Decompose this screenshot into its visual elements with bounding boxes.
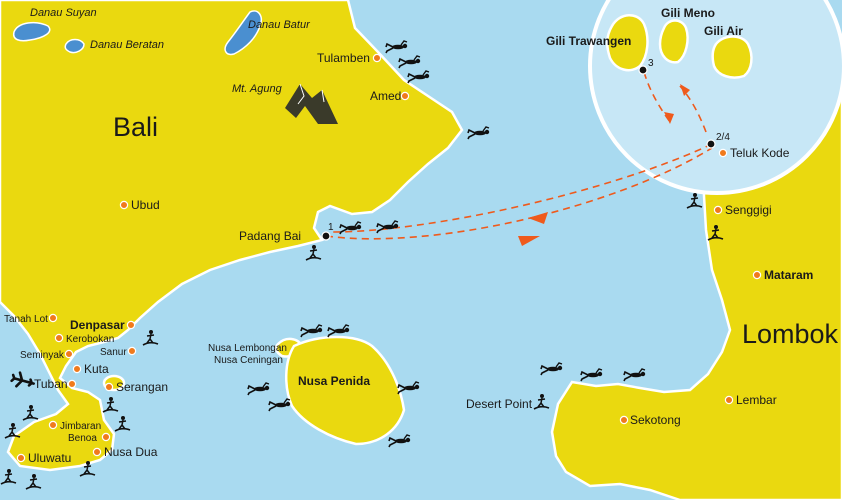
nusa-penida-island (284, 335, 406, 446)
town-dot-senggigi (713, 205, 723, 215)
gili-trawangan-island (606, 14, 649, 72)
port-2-4 (706, 139, 716, 149)
label-seminyak: Seminyak (20, 350, 65, 361)
label-gili-trawangan: Gili Trawangen (546, 34, 631, 48)
route-1-outbound (325, 147, 713, 240)
label-padang-bai: Padang Bai (239, 229, 301, 243)
label-uluwatu: Uluwatu (28, 451, 71, 465)
label-jimbaran: Jimbaran (60, 421, 101, 432)
label-tanah-lot: Tanah Lot (4, 314, 48, 325)
label-benoa: Benoa (68, 433, 97, 444)
route-return (331, 143, 713, 233)
label-nusa-penida: Nusa Penida (298, 374, 370, 388)
town-dots (16, 53, 762, 463)
town-dot-ubud (119, 200, 129, 210)
route-arrow (528, 212, 548, 224)
town-dot-sanur (127, 346, 137, 356)
town-dot-nusa-dua (92, 447, 102, 457)
label-sekotong: Sekotong (630, 413, 681, 427)
label-teluk-kode: Teluk Kode (730, 146, 790, 160)
label-lembar: Lembar (736, 393, 777, 407)
town-dot-tuban (67, 379, 77, 389)
gili-meno-island (658, 19, 689, 64)
town-dot-kuta (72, 364, 82, 374)
label-kuta: Kuta (84, 362, 109, 376)
mountain-icon (285, 83, 338, 124)
lake-batur (224, 10, 262, 56)
label-desert-point: Desert Point (466, 397, 533, 411)
town-dot-denpasar (126, 320, 136, 330)
label-tulamben: Tulamben (317, 51, 370, 65)
lake-suyan (12, 21, 51, 42)
town-dot-uluwatu (16, 453, 26, 463)
label-bali: Bali (113, 112, 158, 142)
town-dot-lembar (724, 395, 734, 405)
route-arrow (664, 112, 674, 124)
lake-beratan (64, 38, 85, 54)
label-serangan: Serangan (116, 380, 168, 394)
town-dot-teluk-kode (718, 148, 728, 158)
town-dot-benoa (101, 432, 111, 442)
town-dot-sekotong (619, 415, 629, 425)
bali-island (0, 0, 464, 472)
label-senggigi: Senggigi (725, 203, 772, 217)
gili-inset (588, 0, 842, 195)
gili-air-island (711, 35, 753, 79)
route-arrow (680, 84, 690, 96)
label-gili-air: Gili Air (704, 24, 743, 38)
port-1 (321, 231, 331, 241)
label-denpasar: Denpasar (70, 318, 125, 332)
label-nusa-lembongan: Nusa Lembongan (208, 343, 287, 354)
label-gili-meno: Gili Meno (661, 6, 715, 20)
label-mataram: Mataram (764, 268, 813, 282)
town-dot-serangan (104, 382, 114, 392)
label-lombok: Lombok (742, 319, 839, 349)
label-kerobokan: Kerobokan (66, 334, 114, 345)
label-amed: Amed (370, 89, 401, 103)
port-3-label: 3 (648, 58, 654, 69)
label-mt-agung: Mt. Agung (232, 83, 283, 95)
port-3 (638, 65, 648, 75)
label-danau-suyan: Danau Suyan (30, 7, 97, 19)
label-tuban: Tuban (34, 377, 68, 391)
label-nusa-ceningan: Nusa Ceningan (214, 355, 283, 366)
label-danau-batur: Danau Batur (248, 19, 311, 31)
port-1-label: 1 (328, 222, 334, 233)
town-dot-mataram (752, 270, 762, 280)
route-arrow (518, 236, 540, 246)
label-ubud: Ubud (131, 198, 160, 212)
label-nusa-dua: Nusa Dua (104, 445, 158, 459)
label-danau-beratan: Danau Beratan (90, 39, 164, 51)
town-dot-jimbaran (48, 420, 58, 430)
town-dot-tulamben (372, 53, 382, 63)
town-dot-seminyak (64, 349, 74, 359)
town-dot-amed (400, 91, 410, 101)
airplane-icon (10, 371, 35, 388)
town-dot-tanah-lot (48, 313, 58, 323)
label-sanur: Sanur (100, 347, 127, 358)
port-2-4-label: 2/4 (716, 132, 730, 143)
town-dot-kerobokan (54, 333, 64, 343)
